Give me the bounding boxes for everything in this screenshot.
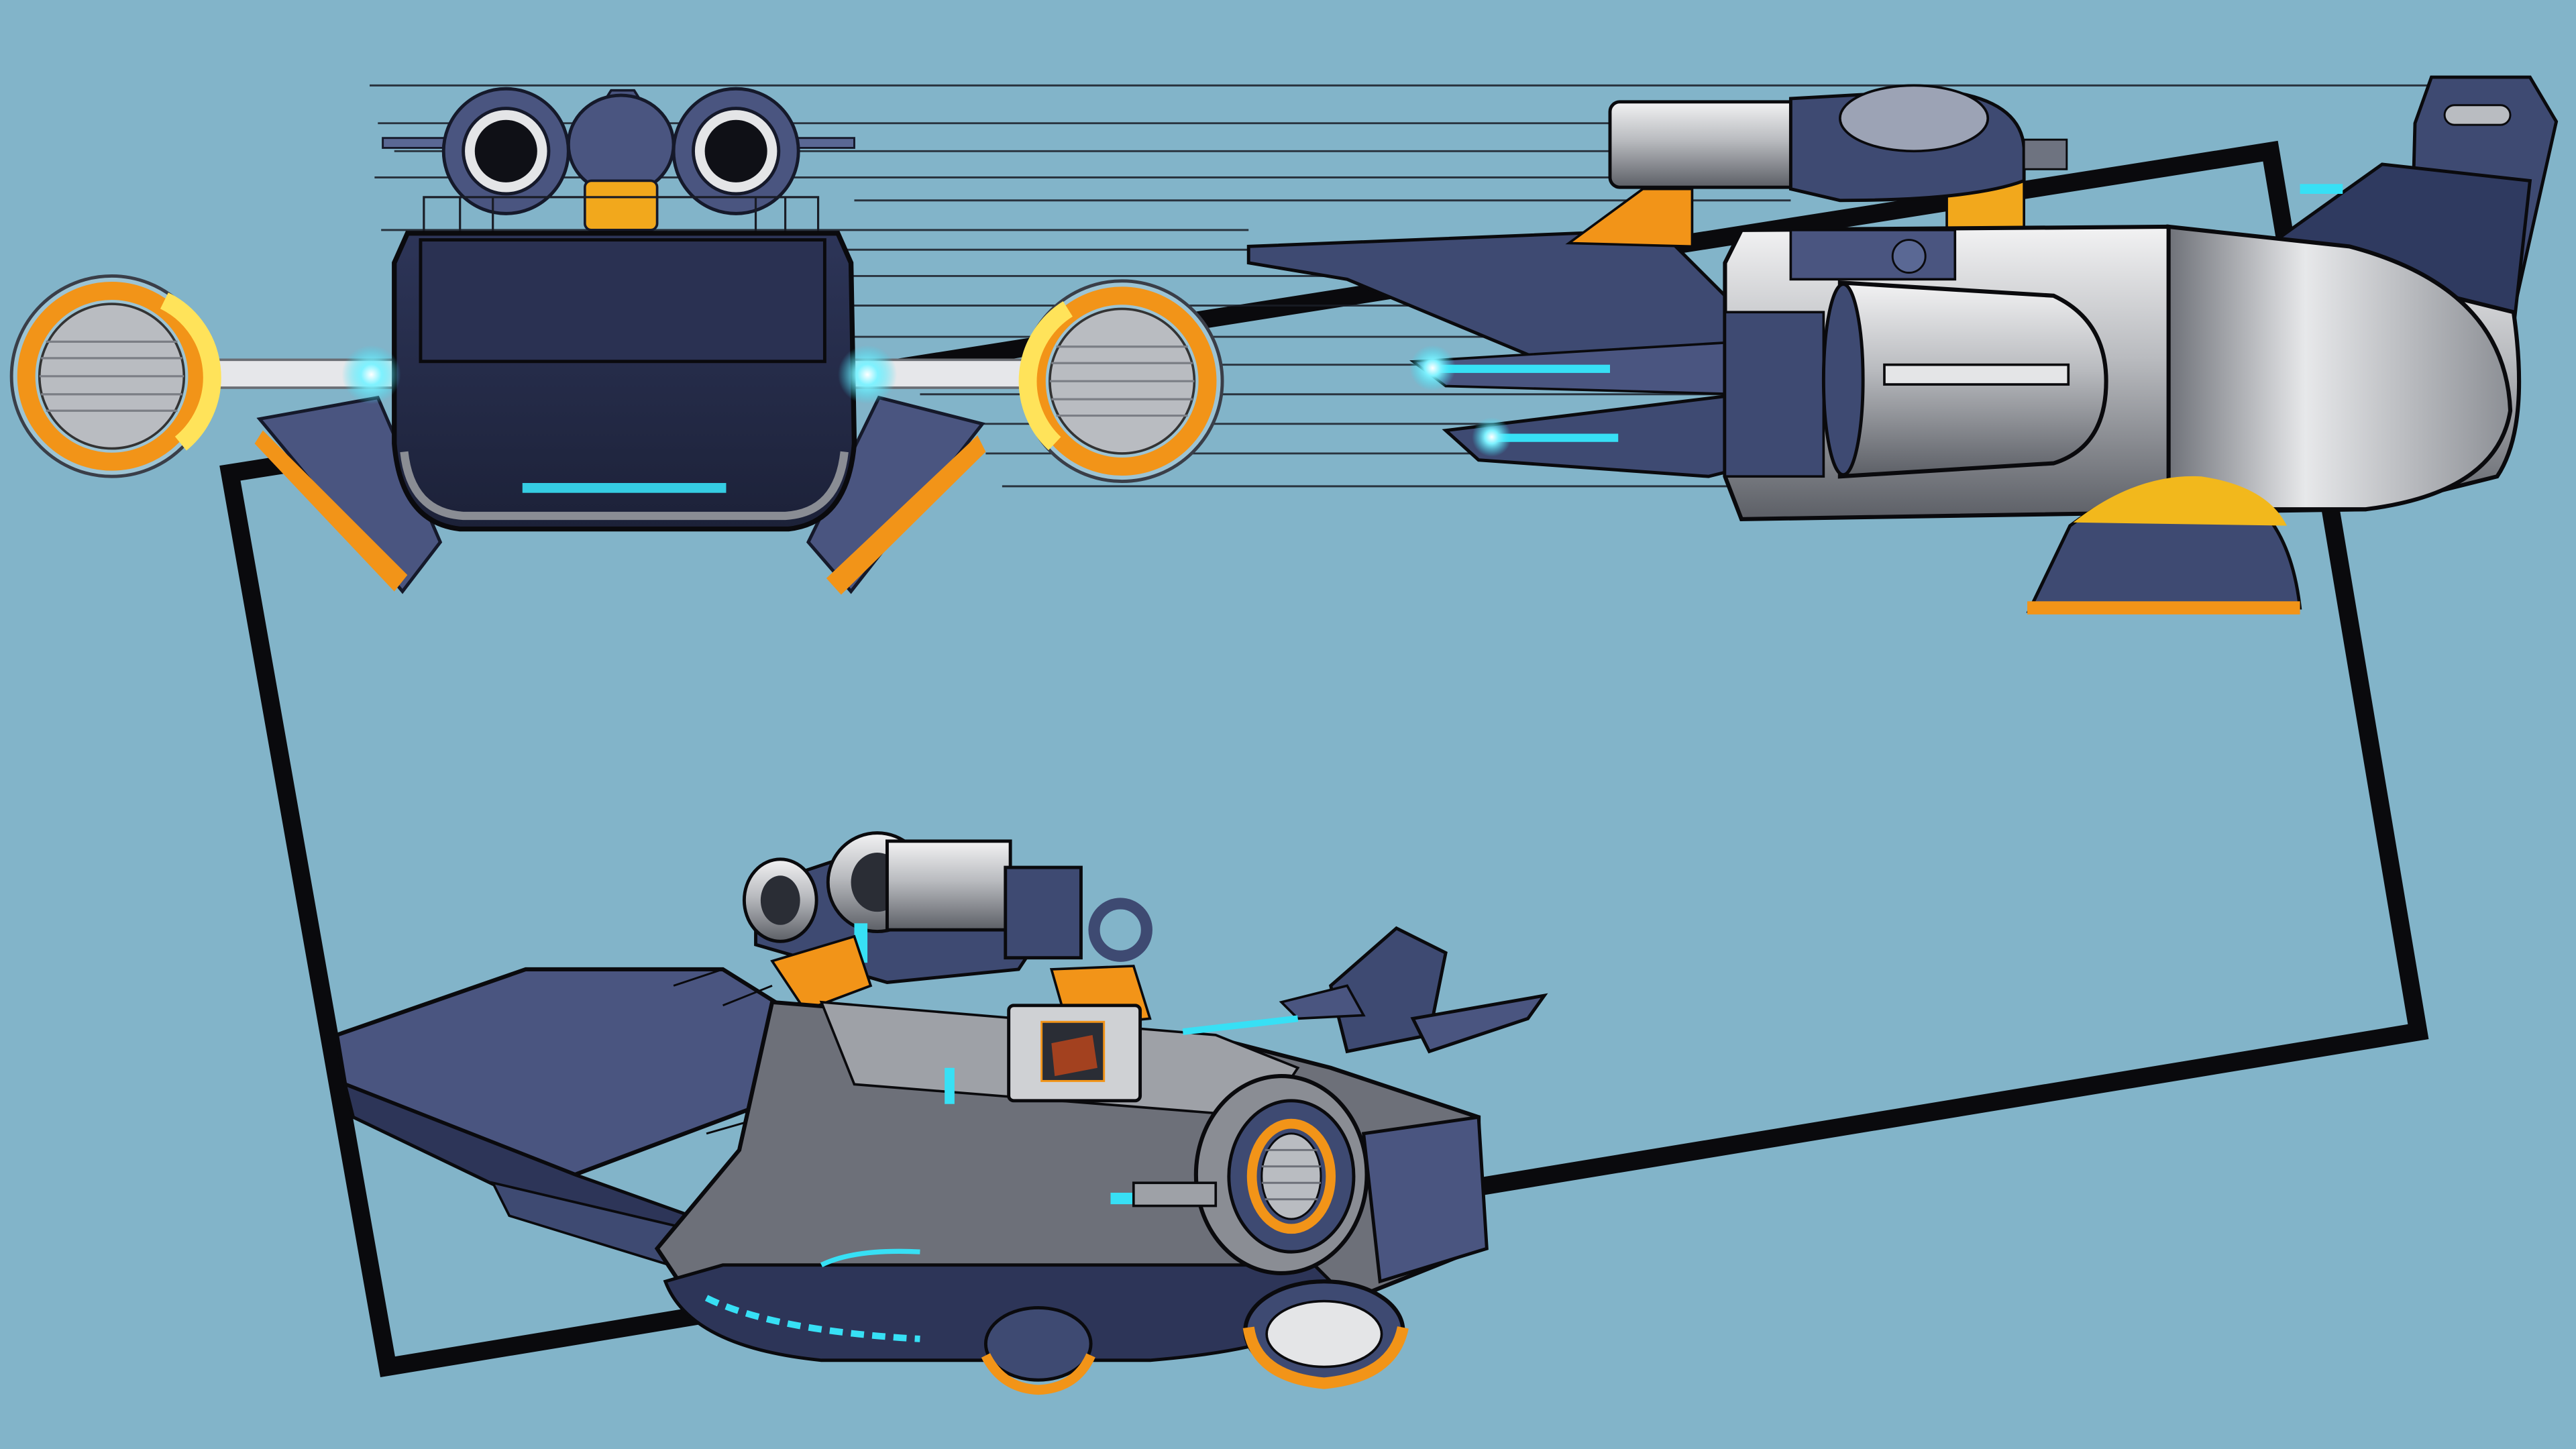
side-tail-glow xyxy=(2300,184,2343,194)
persp-bottom-pod-left xyxy=(981,1305,1095,1395)
front-left-fin-trim xyxy=(254,430,408,592)
persp-cyan-3 xyxy=(945,1067,955,1104)
side-engine-slot xyxy=(1883,363,2070,386)
front-nose-dome xyxy=(566,93,676,196)
side-hatch-circle xyxy=(1891,239,1927,274)
front-left-glow xyxy=(341,345,401,405)
side-navy-panel-1 xyxy=(1723,311,1825,478)
side-blade-glow-2 xyxy=(1487,433,1619,442)
front-right-fin-trim xyxy=(826,435,986,595)
side-navy-panel-2 xyxy=(1789,229,1957,281)
persp-main-turbine xyxy=(1193,1074,1369,1276)
front-right-glow xyxy=(837,345,898,405)
side-skid-top-trim xyxy=(2073,476,2287,526)
persp-gun-barrel xyxy=(1132,1181,1218,1208)
persp-rear-panel xyxy=(1361,1115,1489,1284)
persp-cyan-top xyxy=(1182,1015,1299,1035)
front-left-intake xyxy=(441,87,570,215)
hovercraft-three-quarter-view xyxy=(334,831,1548,1395)
side-top-engine-front xyxy=(1608,100,1801,189)
hovercraft-front-view xyxy=(9,87,1224,595)
side-tail-light xyxy=(2443,104,2512,126)
side-top-bracket xyxy=(2023,138,2068,170)
side-skid-orange xyxy=(2027,601,2300,614)
front-hull-skirt xyxy=(400,451,849,521)
persp-orange-machinery xyxy=(770,934,873,1012)
front-left-pod xyxy=(9,274,221,478)
front-right-intake xyxy=(672,87,800,215)
persp-bottom-pod-right xyxy=(1242,1279,1409,1389)
side-canopy xyxy=(1839,84,1990,153)
side-engine-intake xyxy=(1821,282,1865,477)
side-rear-cone xyxy=(2166,224,2513,512)
hovercraft-side-view xyxy=(1246,75,2559,614)
persp-cyan-strip xyxy=(704,1295,920,1342)
front-right-pod xyxy=(1018,279,1224,483)
front-cockpit xyxy=(584,179,659,231)
persp-tail-fin-2 xyxy=(1410,993,1548,1054)
front-cyan-lights xyxy=(522,483,727,493)
side-blade-glow-1 xyxy=(1429,364,1610,373)
persp-tail-fin-3 xyxy=(1279,984,1366,1020)
side-orange-bracket-1 xyxy=(1565,187,1694,248)
front-hull-upper-panel xyxy=(419,238,826,364)
